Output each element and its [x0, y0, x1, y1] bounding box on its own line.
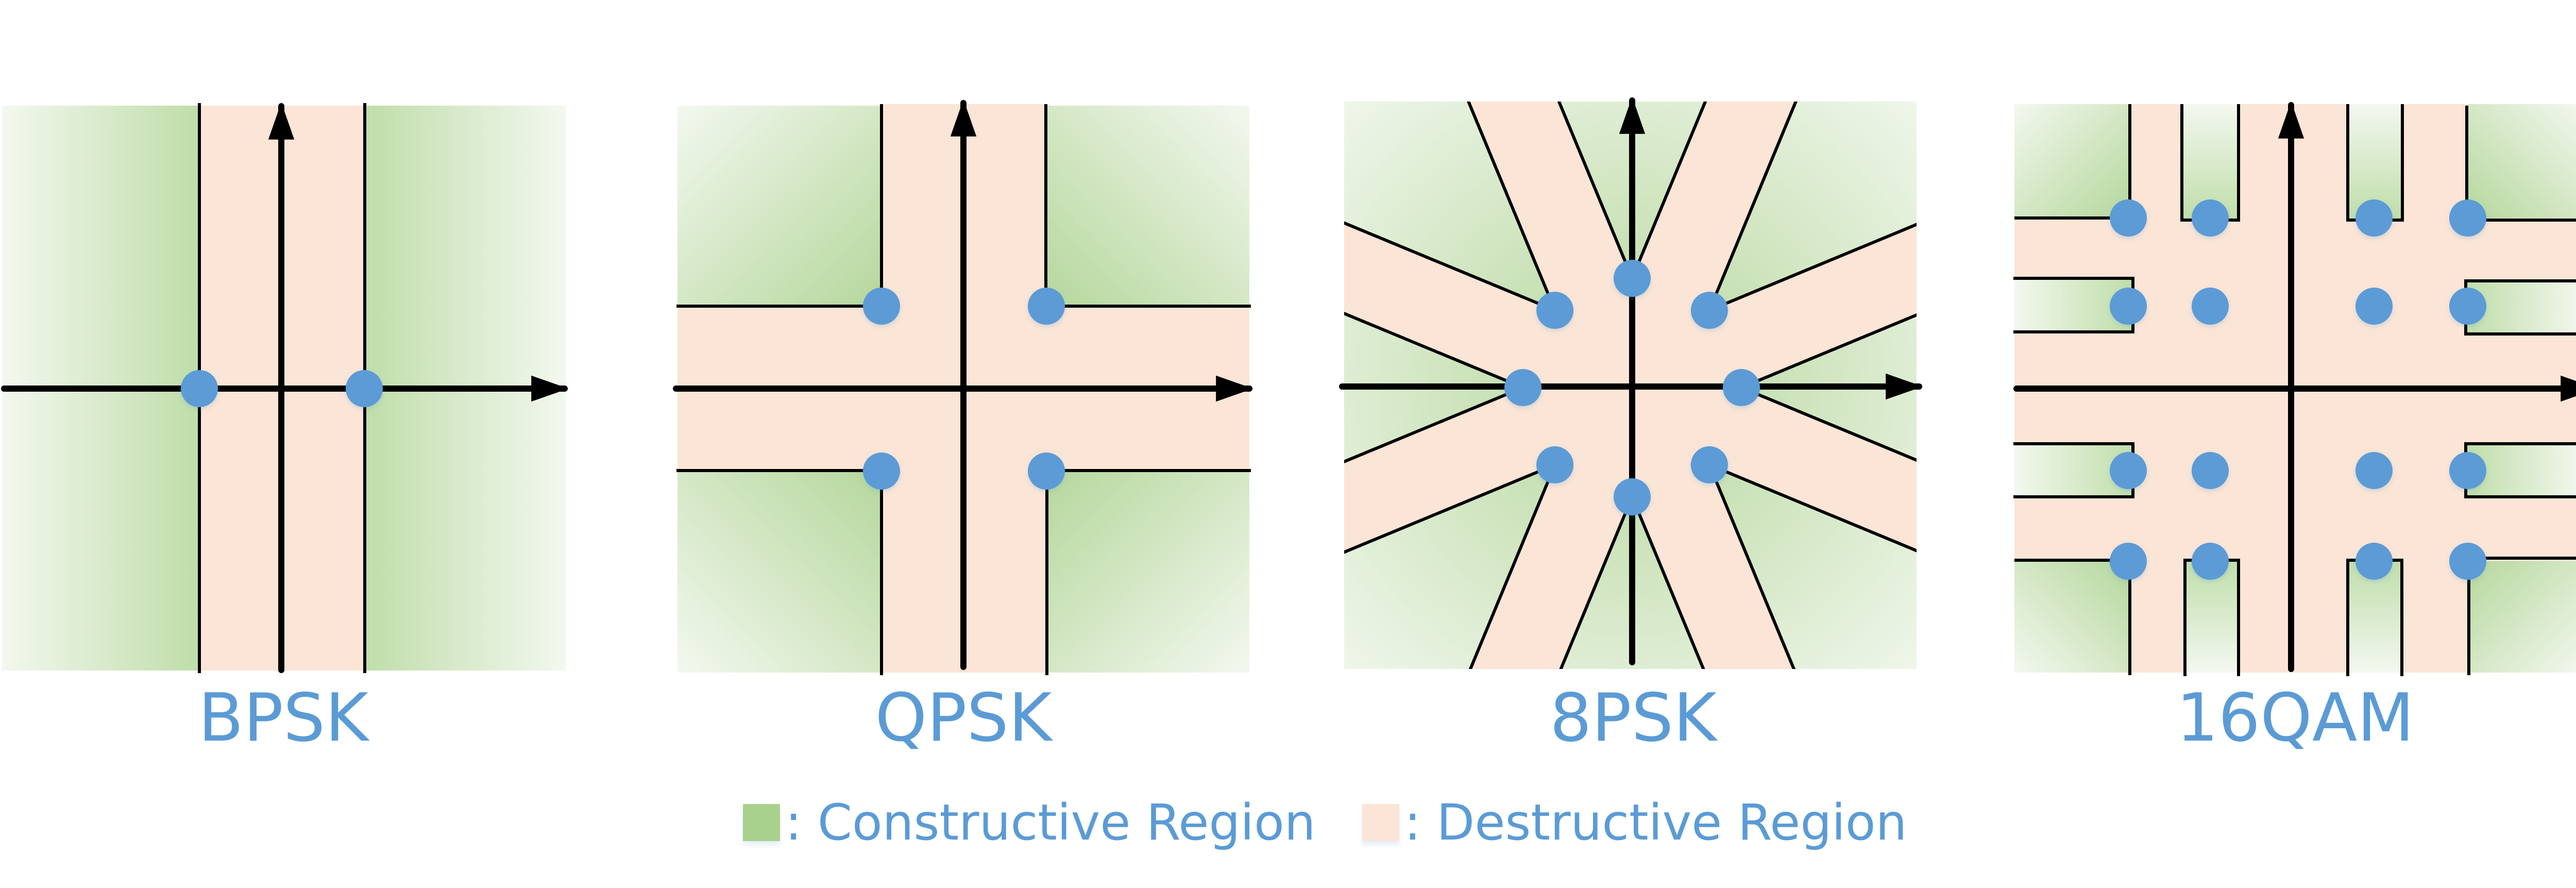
- legend-item-destructive: : Destructive Region: [1362, 798, 1907, 847]
- 8psk-label: 8PSK: [1550, 680, 1717, 757]
- symbol-point: [181, 370, 218, 407]
- destructive-label: : Destructive Region: [1404, 794, 1907, 851]
- symbol-point: [2355, 452, 2393, 489]
- boundary-line: [1468, 464, 1556, 669]
- boundary-line: [1708, 463, 1917, 552]
- symbol-point: [863, 453, 900, 490]
- destructive-region: [1344, 388, 1555, 552]
- legend: : Constructive Region : Destructive Regi…: [743, 798, 1954, 847]
- boundary-line: [1708, 102, 1798, 311]
- constructive-region-tr: [1046, 106, 1249, 306]
- constructive-region-bl: [677, 471, 882, 673]
- symbol-point: [1028, 453, 1065, 490]
- destructive-swatch: [1362, 804, 1399, 841]
- symbol-point: [1536, 446, 1574, 483]
- symbol-point: [2355, 199, 2393, 237]
- symbol-point: [2192, 452, 2229, 489]
- constructive-region-tr: [2467, 104, 2576, 218]
- destructive-region: [1632, 102, 1796, 311]
- constructive-region-tl: [677, 106, 882, 306]
- symbol-point: [2449, 288, 2486, 325]
- destructive-region: [1470, 464, 1632, 669]
- symbol-point: [2192, 543, 2229, 580]
- constructive-region-tl: [2014, 104, 2128, 218]
- 16qam-panel: [2013, 101, 2576, 676]
- 16qam-label: 16QAM: [2176, 680, 2414, 757]
- symbol-point: [2449, 452, 2486, 489]
- symbol-point: [1028, 288, 1065, 325]
- boundary-line: [1344, 386, 1524, 463]
- boundary-line: [1559, 496, 1634, 669]
- symbol-point: [2449, 543, 2486, 580]
- bpsk-label: BPSK: [198, 680, 369, 757]
- qpsk-panel: [673, 99, 1253, 675]
- destructive-region: [1344, 223, 1555, 388]
- 8psk-panel: [1339, 96, 1923, 669]
- boundary-line: [1557, 102, 1634, 279]
- boundary-line: [1344, 463, 1556, 554]
- symbol-point: [1614, 260, 1651, 297]
- symbol-point: [2355, 543, 2393, 580]
- symbol-point: [863, 288, 900, 325]
- destructive-region: [1709, 224, 1917, 388]
- symbol-point: [346, 370, 383, 407]
- constructive-label: : Constructive Region: [785, 794, 1316, 851]
- boundary-line: [1467, 102, 1556, 311]
- boundary-line: [1631, 102, 1707, 279]
- constructive-swatch: [743, 804, 780, 841]
- symbol-point: [2449, 199, 2486, 237]
- boundary-line: [1740, 386, 1917, 462]
- legend-item-constructive: : Constructive Region: [743, 798, 1316, 847]
- symbol-point: [1690, 446, 1728, 483]
- symbol-point: [2110, 199, 2147, 237]
- symbol-point: [1504, 369, 1541, 406]
- constructive-region-bl: [2014, 561, 2128, 673]
- symbol-point: [2355, 288, 2393, 325]
- destructive-region: [1468, 102, 1632, 311]
- boundary-line: [1708, 223, 1917, 312]
- constructive-region-br: [2467, 561, 2576, 673]
- bpsk-panel: [1, 102, 569, 673]
- symbol-point: [2192, 199, 2229, 237]
- boundary-line: [1740, 313, 1917, 389]
- qpsk-label: QPSK: [875, 680, 1052, 757]
- symbol-point: [1690, 292, 1728, 329]
- destructive-region: [1709, 388, 1917, 551]
- boundary-line: [1708, 464, 1796, 669]
- symbol-point: [2192, 288, 2229, 325]
- symbol-point: [2110, 543, 2147, 580]
- boundary-line: [1344, 221, 1556, 312]
- symbol-point: [1723, 369, 1760, 406]
- symbol-point: [2110, 452, 2147, 489]
- constructive-region-br: [1046, 471, 1249, 673]
- symbol-point: [1536, 292, 1574, 329]
- symbol-point: [1614, 478, 1651, 515]
- boundary-line: [1631, 496, 1705, 669]
- symbol-point: [2110, 288, 2147, 325]
- boundary-line: [1344, 312, 1524, 389]
- destructive-region: [1632, 464, 1794, 669]
